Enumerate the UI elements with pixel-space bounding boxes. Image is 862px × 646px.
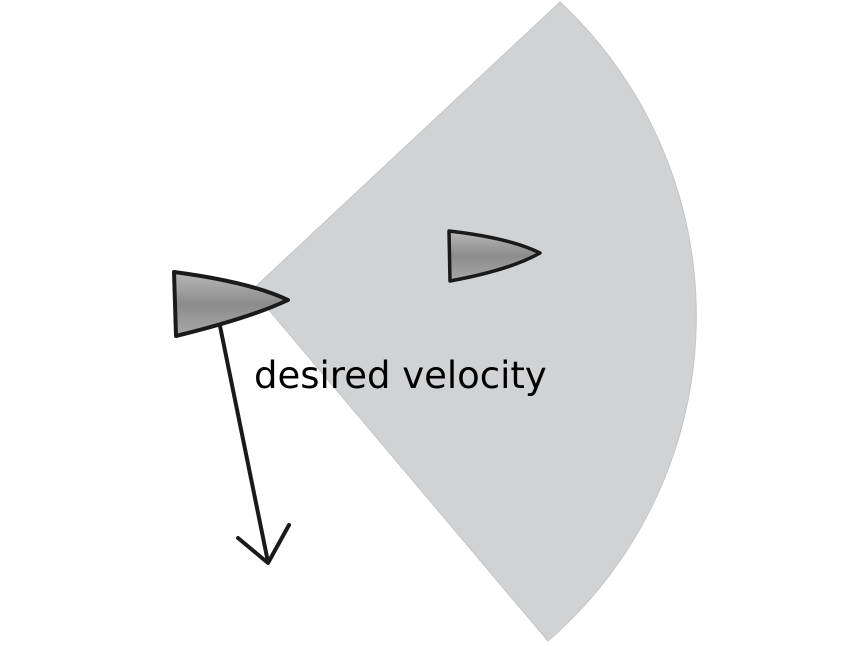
perception-sector bbox=[251, 1, 697, 642]
desired-velocity-label: desired velocity bbox=[254, 354, 547, 397]
agent-other bbox=[447, 229, 542, 283]
desired-velocity-arrow-head bbox=[236, 523, 291, 565]
desired-velocity-arrow-shaft bbox=[218, 324, 270, 564]
agent-main bbox=[172, 270, 290, 338]
